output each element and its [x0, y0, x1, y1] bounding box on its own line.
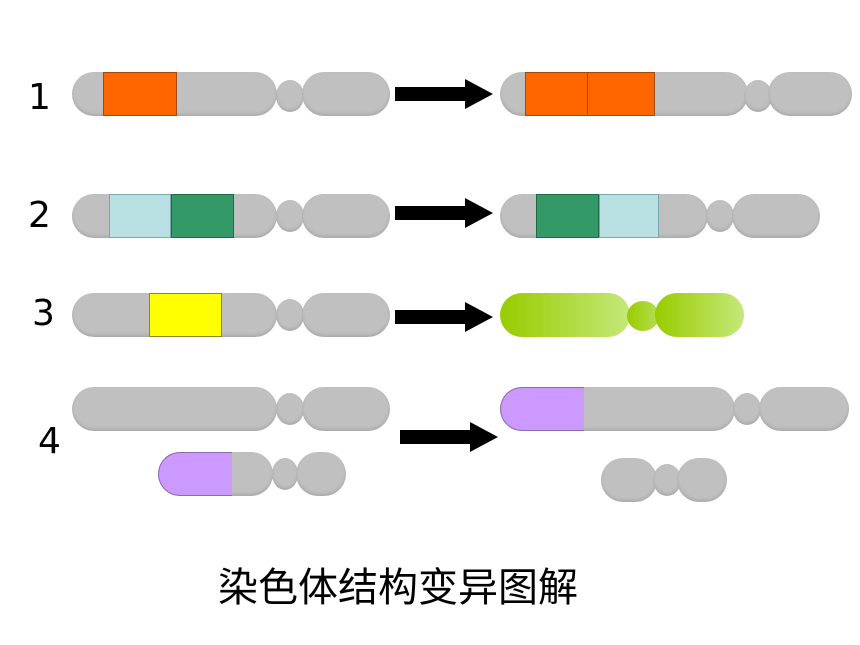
long-arm — [601, 458, 657, 502]
centromere — [276, 393, 304, 425]
centromere — [653, 464, 681, 496]
short-arm — [655, 293, 744, 337]
green-segment — [171, 194, 234, 238]
centromere — [276, 80, 304, 112]
short-arm — [302, 194, 390, 238]
caption-text: 染色体结构变异图解 — [218, 565, 578, 611]
centromere — [744, 80, 772, 112]
row-label-3: 3 — [32, 293, 55, 334]
short-arm — [296, 452, 346, 496]
purple-segment — [158, 452, 232, 496]
arrow-icon — [395, 198, 493, 228]
short-arm — [302, 387, 390, 431]
orange-segment — [525, 72, 587, 116]
long-arm — [500, 293, 630, 337]
arrow-icon — [395, 302, 493, 332]
arrow-icon — [395, 79, 493, 109]
light-blue-segment — [109, 194, 171, 238]
centromere — [733, 393, 761, 425]
centromere — [272, 458, 298, 490]
centromere — [706, 200, 734, 232]
short-arm — [302, 293, 390, 337]
row-label-2: 2 — [28, 195, 51, 236]
short-arm — [302, 72, 390, 116]
light-blue-segment — [599, 194, 659, 238]
centromere — [276, 299, 304, 331]
green-segment — [536, 194, 599, 238]
row-label-4: 4 — [38, 421, 61, 462]
yellow-segment — [149, 293, 222, 337]
purple-segment — [500, 387, 584, 431]
diagram-caption: 染色体结构变异图解 — [0, 555, 860, 613]
orange-segment-duplicate — [587, 72, 655, 116]
short-arm — [677, 458, 727, 502]
short-arm — [768, 72, 852, 116]
centromere — [276, 200, 304, 232]
orange-segment — [103, 72, 177, 116]
short-arm — [759, 387, 849, 431]
row-label-1: 1 — [28, 77, 51, 118]
arrow-icon — [400, 422, 498, 452]
centromere — [627, 301, 659, 331]
short-arm — [732, 194, 820, 238]
long-arm — [72, 387, 277, 431]
